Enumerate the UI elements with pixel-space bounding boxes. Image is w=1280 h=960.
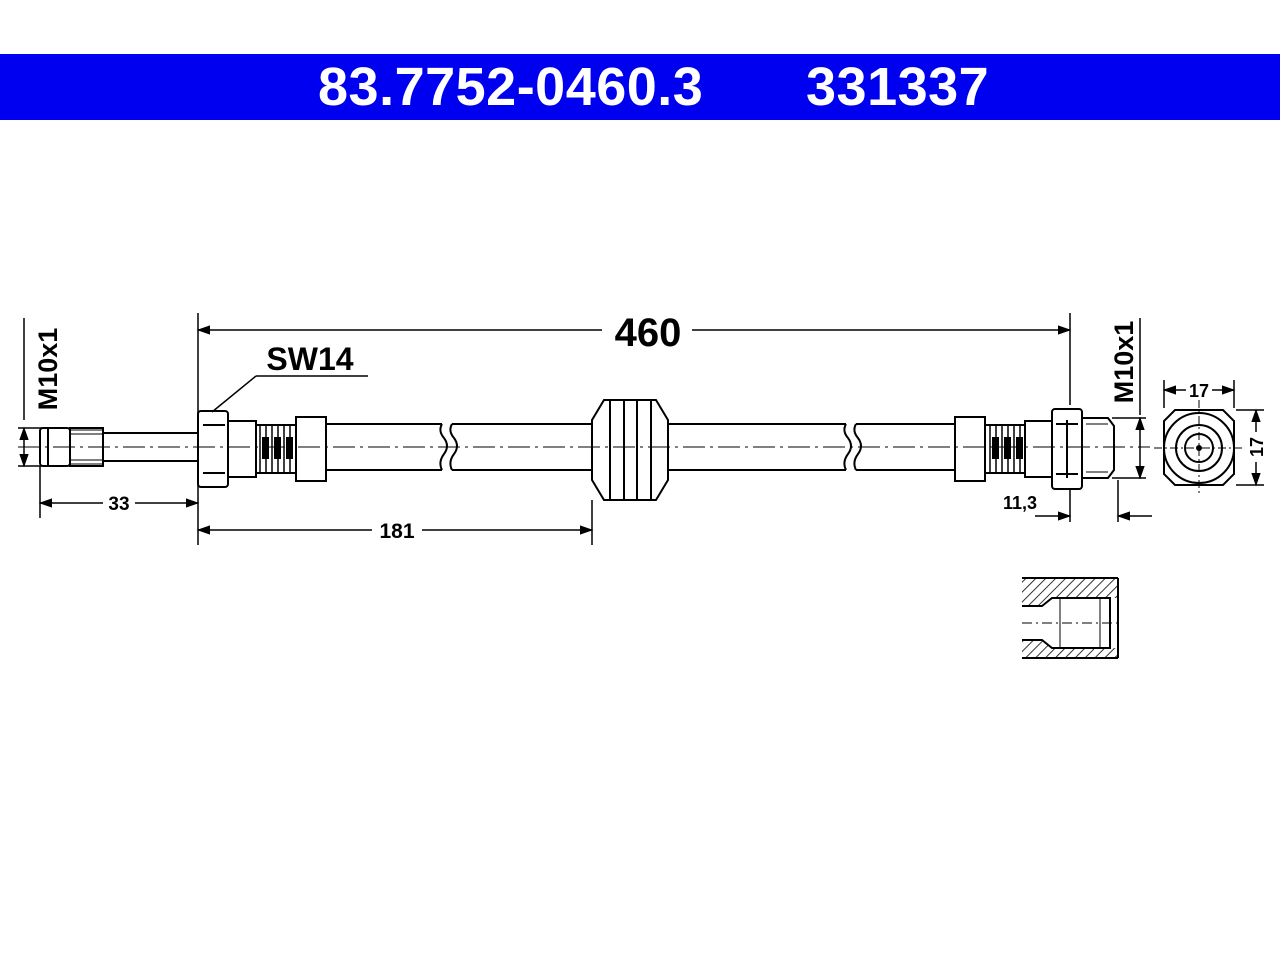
right-thread-label: M10x1 [1109, 321, 1139, 404]
right-fitting [954, 408, 1115, 490]
end-view-height-label: 17 [1247, 437, 1267, 457]
right-offset-label: 11,3 [1003, 493, 1037, 513]
hose [326, 423, 955, 471]
section-detail [1022, 577, 1122, 659]
left-thread-label: M10x1 [33, 328, 63, 411]
header-bar: 83.7752-0460.3 331337 [0, 54, 1280, 120]
overall-length-label: 460 [615, 311, 682, 355]
part-number: 83.7752-0460.3 [318, 57, 704, 117]
end-view-width-label: 17 [1189, 381, 1209, 401]
left-thread-length-label: 33 [108, 494, 129, 515]
dimension-lines [18, 313, 1264, 545]
end-view [1154, 400, 1245, 495]
grommet [591, 399, 669, 501]
article-number: 331337 [806, 57, 990, 117]
wrench-size-label: SW14 [266, 341, 353, 377]
grommet-position-label: 181 [379, 520, 414, 543]
left-fitting [39, 410, 327, 488]
